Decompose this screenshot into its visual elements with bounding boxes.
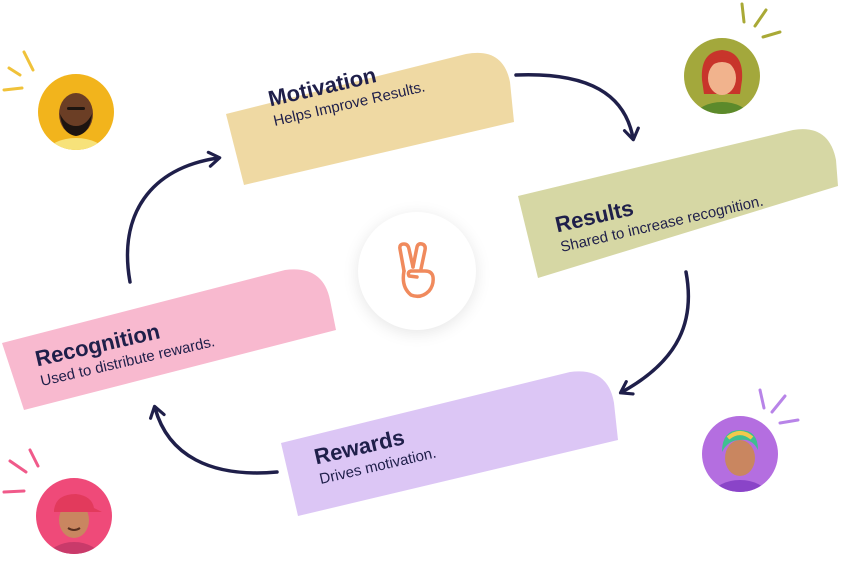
motivation-card-shape [226, 52, 514, 186]
person-icon [696, 50, 748, 114]
peace-hand-icon [398, 242, 435, 299]
avatar [702, 416, 778, 492]
sparkle-icon [2, 448, 40, 494]
recognition-card-shape [2, 269, 336, 410]
center-badge [358, 212, 476, 330]
rewards-card-shape [281, 371, 618, 516]
arrow-results-to-rewards [618, 270, 691, 396]
avatar [684, 38, 760, 114]
arrow-rewards-to-recognition [149, 404, 279, 475]
avatar [36, 478, 112, 554]
arrow-recognition-to-motivation [125, 150, 222, 284]
person-icon [48, 93, 104, 150]
arrow-motivation-to-results [514, 73, 640, 142]
results-card-shape [518, 129, 838, 278]
person-icon [48, 494, 102, 554]
sparkle-icon [740, 2, 782, 39]
sparkle-icon [2, 50, 35, 92]
person-icon [714, 430, 766, 492]
avatar [38, 74, 114, 150]
sparkle-icon [758, 388, 800, 425]
